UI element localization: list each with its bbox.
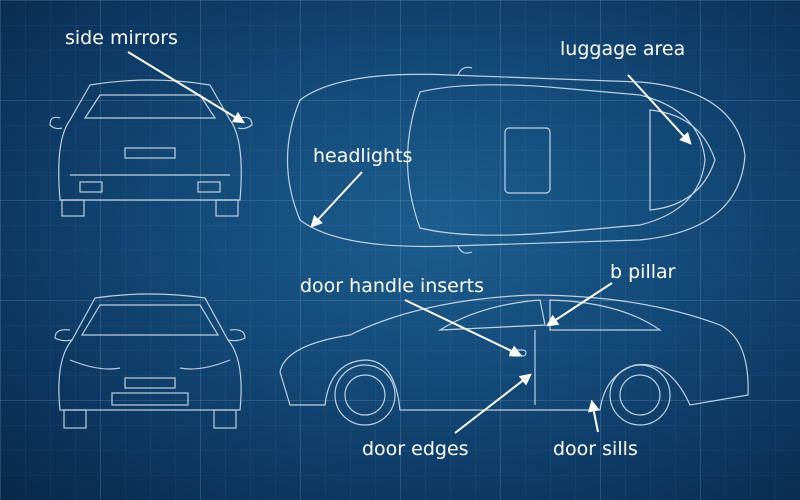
label-headlights: headlights xyxy=(313,145,413,167)
label-side-mirrors: side mirrors xyxy=(65,27,178,49)
side-view-drawing xyxy=(279,294,749,426)
label-b-pillar: b pillar xyxy=(610,261,676,283)
arrow-door-handle-inserts xyxy=(404,299,523,357)
arrow-headlights xyxy=(310,171,363,228)
front-view-drawing xyxy=(54,293,246,429)
label-door-sills: door sills xyxy=(553,438,638,460)
arrow-door-sills xyxy=(587,399,600,433)
arrow-side-mirrors xyxy=(127,51,246,124)
arrow-b-pillar xyxy=(545,282,613,327)
label-door-edges: door edges xyxy=(362,438,469,460)
rear-view-drawing xyxy=(49,79,253,217)
label-luggage-area: luggage area xyxy=(560,38,686,60)
arrow-door-edges xyxy=(454,373,532,434)
top-view-drawing xyxy=(286,66,746,254)
label-door-handle-inserts: door handle inserts xyxy=(300,275,485,297)
arrow-luggage-area xyxy=(627,74,692,145)
